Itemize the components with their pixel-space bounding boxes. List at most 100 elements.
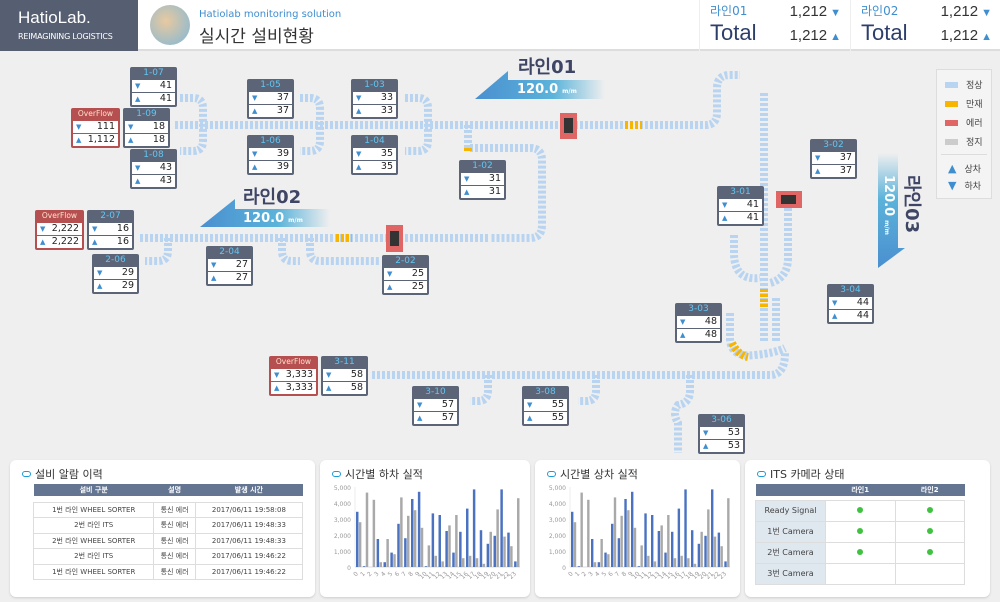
load-count: 37 bbox=[839, 165, 852, 176]
legend-label: 에러 bbox=[966, 119, 983, 129]
station-1-06[interactable]: 1-06 ▼39 ▲39 bbox=[247, 135, 294, 175]
unload-count: 39 bbox=[276, 148, 289, 159]
station-1-08[interactable]: 1-08 ▼43 ▲43 bbox=[130, 149, 177, 189]
bar-blue-0 bbox=[356, 511, 359, 567]
bar-gray-0 bbox=[573, 522, 577, 567]
alarm-cell: 통신 에러 bbox=[153, 548, 196, 565]
line01-loop bbox=[300, 94, 324, 155]
bar-gray-5 bbox=[607, 554, 610, 567]
bar-blue-5 bbox=[604, 552, 607, 567]
station-1-07[interactable]: 1-07 ▼41 ▲41 bbox=[130, 67, 177, 107]
bar-blue-4 bbox=[597, 562, 601, 567]
station-1-05[interactable]: 1-05 ▼37 ▲37 bbox=[247, 79, 294, 119]
legend-label: 정지 bbox=[966, 138, 983, 148]
unload-arrow-icon: ▼ bbox=[464, 175, 470, 183]
load-arrow-icon: ▲ bbox=[128, 136, 134, 144]
station-1-09[interactable]: 1-09 ▼18 ▲18 bbox=[123, 108, 170, 148]
station-2-04[interactable]: 2-04 ▼27 ▲27 bbox=[206, 246, 253, 286]
unload-arrow-icon: ▼ bbox=[722, 201, 728, 209]
x-tick-label: 7 bbox=[400, 570, 408, 578]
stop-swatch bbox=[945, 138, 958, 145]
station-id: 3-11 bbox=[334, 357, 355, 367]
unload-arrow-icon: ▼ bbox=[948, 179, 957, 192]
bar-gray-18 bbox=[693, 563, 697, 567]
station-3-01[interactable]: 3-01 ▼41 ▲41 bbox=[717, 186, 764, 226]
station-3-03[interactable]: 3-03 ▼48 ▲48 bbox=[675, 303, 722, 343]
bar-blue-3 bbox=[376, 539, 380, 567]
load-arrow-icon: ▲ bbox=[76, 136, 82, 144]
station-1-02[interactable]: 1-02 ▼31 ▲31 bbox=[459, 160, 506, 200]
unload-arrow-icon: ▼ bbox=[830, 7, 841, 19]
station-3-04[interactable]: 3-04 ▼44 ▲44 bbox=[827, 284, 874, 324]
station-1-03[interactable]: 1-03 ▼33 ▲33 bbox=[351, 79, 398, 119]
load-count: 25 bbox=[411, 281, 424, 292]
bar-gray-15 bbox=[673, 558, 677, 567]
load-arrow-icon: ▲ bbox=[464, 188, 470, 196]
bar-blue-13 bbox=[445, 531, 448, 567]
line03-bottom-track bbox=[372, 352, 789, 379]
bar-gray-11 bbox=[434, 555, 437, 567]
load-arrow-icon: ▲ bbox=[92, 238, 98, 246]
conveyor-tracks bbox=[140, 71, 905, 453]
bar-gray-3 bbox=[379, 562, 382, 567]
overflow-counter[interactable]: OverFlow ▼111 ▲1,112 bbox=[71, 108, 120, 148]
bar-gray-1 bbox=[580, 492, 583, 567]
station-2-06[interactable]: 2-06 ▼29 ▲29 bbox=[92, 254, 139, 294]
bar-blue-11 bbox=[431, 513, 435, 567]
bar-gray-18 bbox=[482, 563, 486, 567]
camera-row-label: 2번 Camera bbox=[755, 541, 826, 564]
bar-gray-13 bbox=[448, 525, 451, 567]
x-tick-label: 4 bbox=[380, 570, 388, 578]
station-3-06[interactable]: 3-06 ▼53 ▲53 bbox=[698, 414, 745, 454]
station-2-02[interactable]: 2-02 ▼25 ▲25 bbox=[382, 255, 429, 295]
x-tick-label: 15 bbox=[453, 570, 463, 580]
station-2-07[interactable]: 2-07 ▼16 ▲16 bbox=[87, 210, 134, 250]
station-3-08[interactable]: 3-08 ▼55 ▲55 bbox=[522, 386, 569, 426]
station-3-02[interactable]: 3-02 ▼37 ▲37 bbox=[810, 139, 857, 179]
x-tick-label: 11 bbox=[638, 570, 648, 580]
legend-label: 상차 bbox=[964, 165, 982, 175]
bar-blue-21 bbox=[711, 489, 714, 567]
unload-arrow-icon: ▼ bbox=[387, 270, 393, 278]
line01-track bbox=[175, 71, 740, 129]
station-3-11[interactable]: 3-11 ▼58 ▲58 bbox=[321, 356, 368, 396]
bar-gray-6 bbox=[400, 497, 403, 567]
unload-arrow-icon: ▼ bbox=[981, 7, 992, 19]
unload-count: 41 bbox=[159, 80, 172, 91]
speed-unit: m/m bbox=[883, 220, 890, 235]
bar-blue-17 bbox=[684, 489, 687, 567]
x-tick-label: 23 bbox=[508, 570, 518, 580]
station-1-04[interactable]: 1-04 ▼35 ▲35 bbox=[351, 135, 398, 175]
load-arrow-icon: ▲ bbox=[703, 442, 709, 450]
line02-loop bbox=[306, 238, 380, 265]
full-segment bbox=[728, 341, 750, 361]
brand-logo[interactable]: HatioLab. REIMAGINING LOGISTICS bbox=[0, 0, 138, 51]
x-tick-label: 9 bbox=[414, 570, 422, 578]
station-id: 3-06 bbox=[711, 415, 732, 425]
x-tick-label: 8 bbox=[620, 570, 628, 578]
unload-count: 57 bbox=[441, 399, 454, 410]
bar-blue-8 bbox=[624, 499, 627, 567]
overflow-counter[interactable]: OverFlow ▼2,222 ▲2,222 bbox=[35, 210, 84, 250]
x-tick-label: 17 bbox=[466, 570, 476, 580]
unload-count: 55 bbox=[551, 399, 564, 410]
bar-blue-9 bbox=[631, 491, 634, 567]
overflow-counter[interactable]: OverFlow ▼3,333 ▲3,333 bbox=[269, 356, 318, 396]
unload-arrow-icon: ▼ bbox=[680, 318, 686, 326]
station-3-10[interactable]: 3-10 ▼57 ▲57 bbox=[412, 386, 459, 426]
bar-blue-18 bbox=[479, 530, 483, 567]
y-tick-label: 4,000 bbox=[549, 501, 566, 508]
unload-arrow-icon: ▼ bbox=[97, 269, 103, 277]
unload-count: 31 bbox=[488, 173, 501, 184]
load-arrow-icon: ▲ bbox=[387, 283, 393, 291]
bar-blue-14 bbox=[452, 552, 455, 567]
